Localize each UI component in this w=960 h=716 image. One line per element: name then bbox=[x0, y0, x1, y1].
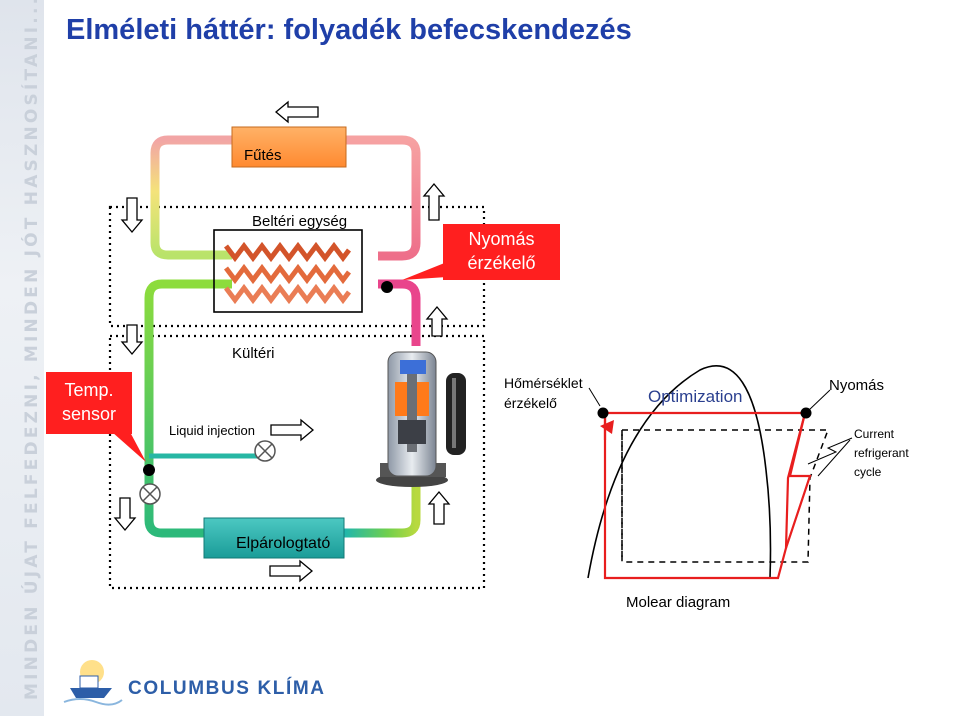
logo-ship-icon bbox=[63, 660, 123, 706]
current-cycle-leader bbox=[807, 437, 853, 465]
temp-callout-pointer bbox=[112, 432, 146, 462]
arrow-up-3 bbox=[427, 490, 451, 525]
company-logo-text: COLUMBUS KLÍMA bbox=[128, 678, 326, 699]
temp-leader bbox=[588, 387, 601, 407]
arrow-down-1 bbox=[120, 197, 144, 234]
scroll-compressor-image bbox=[376, 351, 466, 487]
arrow-up-1 bbox=[422, 182, 446, 221]
indoor-coil-frame bbox=[213, 229, 363, 313]
pressure-sensor-dot bbox=[381, 281, 393, 293]
outdoor-label: Kültéri bbox=[232, 345, 275, 362]
arrow-up-2 bbox=[425, 305, 449, 337]
pressure-label: Nyomás bbox=[829, 377, 885, 394]
indoor-unit-label: Beltéri egység bbox=[252, 213, 348, 230]
evaporator-label: Elpárologtató bbox=[236, 535, 331, 552]
heating-label: Fűtés bbox=[244, 147, 282, 164]
pressure-point-dot bbox=[800, 407, 812, 419]
current-cycle-dashed bbox=[621, 429, 830, 563]
pressure-leader bbox=[807, 389, 831, 412]
pipe-discharge bbox=[378, 279, 421, 346]
arrow-heating-left bbox=[274, 100, 319, 124]
pipe-liquid-line bbox=[144, 279, 232, 538]
pipe-left-indoor bbox=[150, 135, 232, 260]
arrow-down-2 bbox=[120, 324, 144, 356]
coil-zigzag-bottom bbox=[224, 283, 351, 305]
optimization-label: Optimization bbox=[648, 387, 743, 406]
temp-point-dot bbox=[597, 407, 609, 419]
coil-zigzag-top bbox=[224, 241, 351, 263]
temp-sensor-callout: Temp. sensor bbox=[46, 372, 132, 434]
pipe-right-indoor bbox=[346, 135, 421, 261]
injection-valve bbox=[254, 440, 276, 462]
current-cycle-label: Current refrigerant cycle bbox=[854, 427, 909, 479]
outdoor-unit-dotted-box bbox=[108, 334, 486, 590]
heating-box bbox=[231, 126, 347, 168]
pipe-suction bbox=[344, 484, 421, 538]
side-banner: MINDEN ÚJAT FELFEDEZNI, MINDEN JÓT HASZN… bbox=[0, 0, 44, 716]
coil-zigzag-middle bbox=[224, 263, 351, 285]
pressure-sensor-callout: Nyomás érzékelő bbox=[443, 224, 560, 280]
saturation-dome bbox=[587, 365, 772, 579]
liquid-injection-label: Liquid injection bbox=[169, 423, 256, 438]
arrow-injection-right bbox=[270, 418, 315, 442]
flow-arrows bbox=[113, 100, 451, 583]
pipe-injection bbox=[149, 445, 271, 459]
molar-diagram-label: Molear diagram bbox=[626, 594, 731, 611]
arrow-down-3 bbox=[113, 497, 137, 532]
molar-diagram bbox=[587, 365, 853, 580]
slide-title: Elméleti háttér: folyadék befecskendezés bbox=[66, 14, 632, 46]
temp-sensor-dot bbox=[143, 464, 155, 476]
temperature-sensor-label: Hőmérséklet érzékelő bbox=[504, 375, 583, 411]
arrow-evaporator-right bbox=[269, 559, 314, 583]
expansion-valve-main bbox=[139, 483, 161, 505]
evaporator-box bbox=[203, 517, 345, 559]
cycle-arrow-left bbox=[600, 420, 614, 434]
